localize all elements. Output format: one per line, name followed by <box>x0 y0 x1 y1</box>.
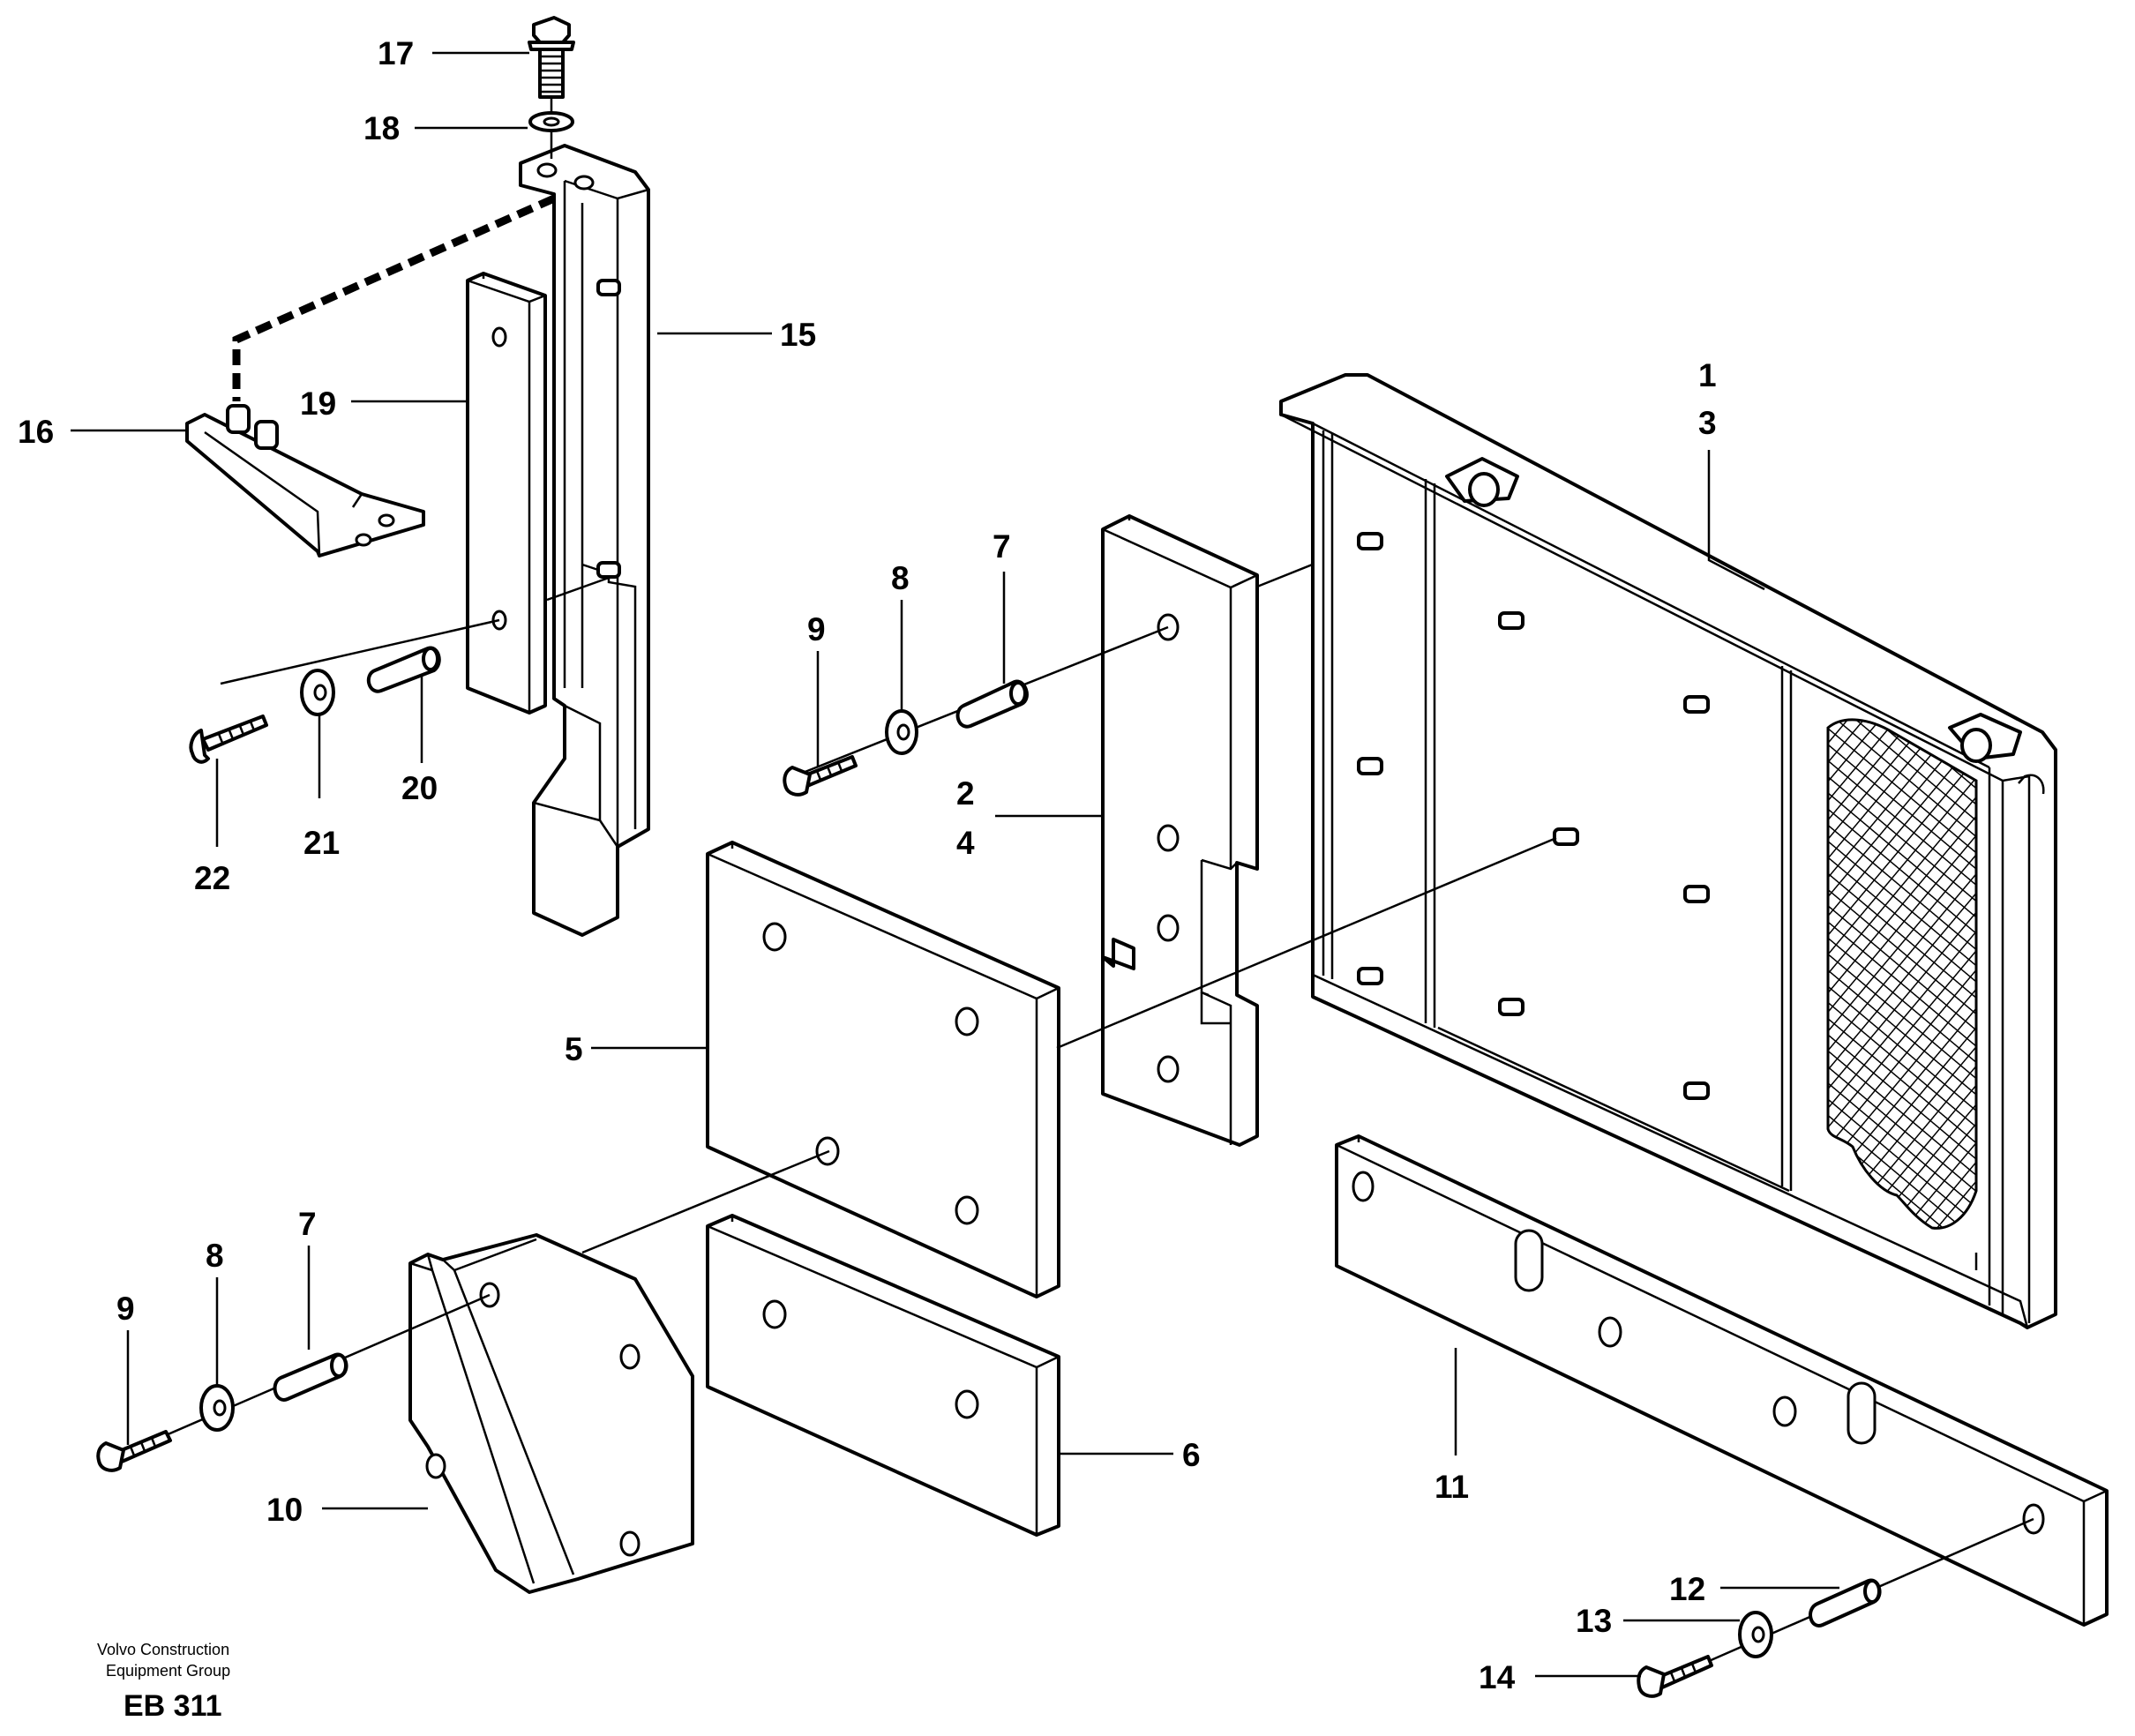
radiator-frame-1-3 <box>1056 373 2057 1329</box>
washer-18 <box>528 111 574 132</box>
bolt-22 <box>189 715 268 764</box>
washer-8-upper <box>885 709 918 755</box>
leader-lines <box>71 51 1839 1678</box>
bolt-9-lower <box>96 1430 172 1472</box>
label-18: 18 <box>363 110 400 146</box>
frame-studs <box>1357 532 1710 1100</box>
label-22: 22 <box>194 860 230 896</box>
label-8-lower: 8 <box>206 1238 224 1274</box>
label-2: 2 <box>956 775 975 812</box>
spacer-7-upper <box>955 679 1029 729</box>
cover-10 <box>408 1149 830 1594</box>
stud-15-lower <box>596 561 621 579</box>
spacer-19 <box>466 272 547 715</box>
label-20: 20 <box>401 770 438 806</box>
hinge-left <box>1445 457 1519 507</box>
label-9-upper: 9 <box>807 611 826 647</box>
plate-2-4 <box>1101 514 1259 1147</box>
bar-11 <box>1335 1134 2109 1627</box>
label-4: 4 <box>956 825 975 861</box>
plate-5 <box>706 841 1060 1298</box>
stud-15-upper <box>596 279 621 296</box>
bracket-15 <box>519 144 650 937</box>
label-8-upper: 8 <box>891 560 910 596</box>
label-19: 19 <box>300 385 336 422</box>
bolt-17 <box>528 16 575 159</box>
fasteners-12-13-14 <box>1637 1517 2034 1698</box>
fasteners-20-21-22 <box>189 576 610 764</box>
label-14: 14 <box>1479 1659 1516 1695</box>
label-6: 6 <box>1182 1437 1201 1473</box>
label-21: 21 <box>303 825 340 861</box>
label-9-lower: 9 <box>116 1291 135 1327</box>
footer-company-line1: Volvo Construction <box>97 1641 229 1658</box>
footer: Volvo Construction Equipment Group EB 31… <box>97 1641 230 1723</box>
label-17: 17 <box>378 35 414 71</box>
spacer-20 <box>366 646 441 693</box>
label-7-lower: 7 <box>298 1206 317 1242</box>
label-13: 13 <box>1576 1603 1612 1639</box>
label-3: 3 <box>1698 405 1717 441</box>
bolt-14 <box>1637 1655 1713 1698</box>
label-15: 15 <box>780 317 816 353</box>
dashed-connector <box>232 194 556 401</box>
label-5: 5 <box>565 1031 583 1067</box>
footer-company-line2: Equipment Group <box>106 1662 230 1680</box>
label-16: 16 <box>18 414 54 450</box>
fasteners-7-8-9-lower <box>96 1293 491 1472</box>
washer-8-lower <box>199 1384 235 1432</box>
washer-13 <box>1738 1611 1773 1658</box>
footer-code: EB 311 <box>124 1689 222 1723</box>
hinge-right <box>1948 713 2022 763</box>
label-11: 11 <box>1435 1469 1469 1505</box>
bracket-16 <box>185 404 425 557</box>
part-labels: 17 18 15 16 19 20 21 22 1 3 2 4 7 8 9 5 … <box>18 35 1717 1695</box>
plate-6 <box>706 1214 1060 1537</box>
spacer-12 <box>1809 1578 1882 1628</box>
spacer-7-lower <box>273 1352 348 1402</box>
mesh-panel <box>1826 718 1978 1230</box>
label-12: 12 <box>1669 1571 1705 1607</box>
bolt-9-upper <box>783 755 858 797</box>
fasteners-7-8-9-upper <box>783 542 1364 797</box>
label-1: 1 <box>1698 357 1717 393</box>
label-7-upper: 7 <box>993 528 1011 565</box>
washer-21 <box>300 669 335 716</box>
label-10: 10 <box>266 1492 303 1528</box>
